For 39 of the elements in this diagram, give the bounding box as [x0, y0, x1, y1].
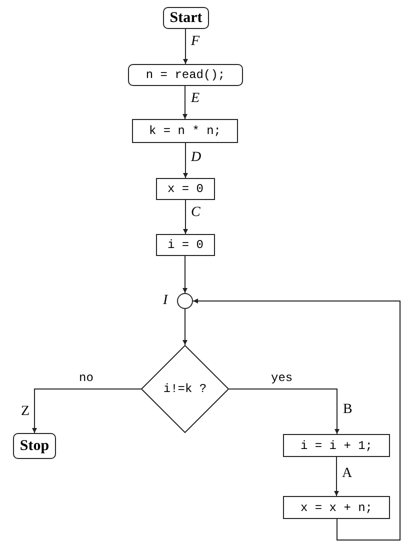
arrow [183, 142, 188, 178]
process-box [156, 178, 215, 200]
arrow [192, 298, 400, 540]
process-box [283, 496, 390, 519]
arrow [183, 28, 188, 64]
node-text: x = 0 [167, 182, 204, 196]
edge-label: yes [271, 372, 293, 384]
arrow [182, 256, 188, 294]
process-box [283, 434, 390, 457]
node-text: i = 0 [167, 238, 204, 252]
edge-label: F [191, 35, 200, 49]
arrow [183, 200, 188, 234]
node-text: Start [170, 10, 202, 26]
process-box [128, 64, 243, 86]
arrow [32, 388, 142, 434]
edge-label: C [191, 206, 200, 220]
arrow [228, 388, 340, 434]
terminal-box [163, 7, 209, 29]
process-box [156, 234, 215, 256]
node-text: i = i + 1; [300, 438, 372, 452]
edge-label: D [191, 151, 202, 165]
arrow [334, 456, 339, 496]
connector-circle [177, 293, 193, 309]
node-text: k = n * n; [148, 124, 221, 138]
edge-label: E [191, 92, 200, 106]
node-text: x = x + n; [300, 500, 372, 514]
branch-label: Z [21, 405, 30, 419]
decision-diamond [141, 345, 229, 433]
edge-label: no [79, 372, 94, 384]
edge-label: A [342, 467, 352, 481]
node-text: Stop [20, 438, 50, 454]
node-text: n = read(); [146, 68, 226, 82]
arrow [182, 308, 188, 346]
node-text: i!=k ? [163, 382, 207, 396]
node-label: I [163, 294, 168, 308]
terminal-box [13, 433, 56, 459]
process-box [132, 119, 238, 143]
arrow [182, 86, 188, 120]
branch-label: B [343, 403, 352, 417]
